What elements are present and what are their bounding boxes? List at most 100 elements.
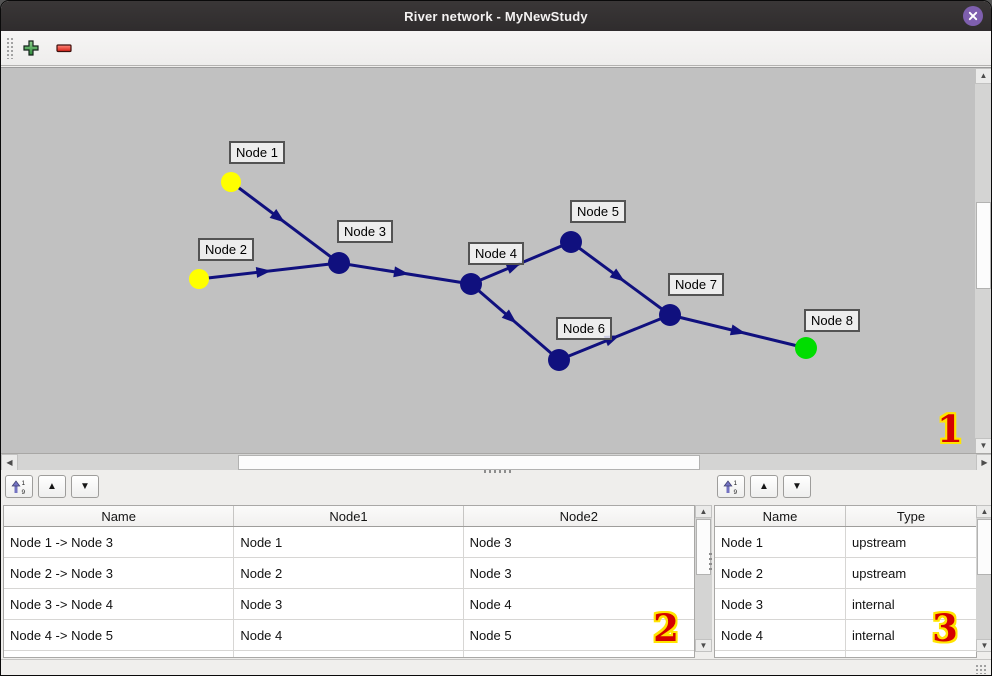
svg-text:9: 9 — [734, 489, 738, 495]
table-cell: Node 1 — [234, 527, 464, 557]
canvas-hscrollbar[interactable]: ◀ ▶ — [1, 453, 991, 471]
nodes-toolbar: 1 9 ▲ ▼ — [717, 475, 811, 498]
edges-scroll-thumb[interactable] — [696, 519, 711, 575]
close-button[interactable] — [963, 6, 983, 26]
annotation-number: 2 — [653, 606, 679, 651]
column-header[interactable]: Node2 — [559, 508, 598, 524]
table-cell: upstream — [852, 534, 907, 550]
triangle-up-icon: ▲ — [47, 481, 57, 492]
table-cell: Node 4 — [715, 620, 846, 650]
svg-text:1: 1 — [734, 480, 738, 487]
edge-arrow-icon — [269, 209, 285, 223]
table-cell: Node 3 — [234, 589, 464, 619]
scroll-right-icon[interactable]: ▶ — [976, 454, 991, 471]
canvas-hscroll-thumb[interactable] — [238, 455, 700, 470]
node-circle[interactable] — [659, 304, 681, 326]
node-label[interactable]: Node 2 — [198, 238, 254, 261]
table-cell: upstream — [852, 565, 907, 581]
edge-line[interactable] — [230, 180, 340, 265]
sort-ascending-icon: 1 9 — [723, 480, 738, 495]
node-circle[interactable] — [460, 273, 482, 295]
node-label[interactable]: Node 8 — [804, 309, 860, 332]
node-circle[interactable] — [548, 349, 570, 371]
node-label[interactable]: Node 4 — [468, 242, 524, 265]
scroll-down-icon[interactable]: ▼ — [976, 639, 991, 652]
node-circle[interactable] — [189, 269, 209, 289]
table-cell: Node 1 — [715, 527, 846, 557]
node-label[interactable]: Node 5 — [570, 200, 626, 223]
status-bar — [1, 659, 991, 675]
network-canvas[interactable]: Node 1 Node 2 Node 3 Node 4 Node 5 Node 6 Node… — [1, 67, 991, 454]
column-header[interactable]: Node1 — [234, 506, 464, 526]
edges-toolbar: 1 9 ▲ ▼ — [5, 475, 99, 498]
svg-text:9: 9 — [22, 489, 26, 495]
nodes-table-vscrollbar[interactable]: ▲ ▼ — [976, 505, 991, 652]
table-cell: Node 4 -> Node 5 — [4, 620, 235, 650]
move-down-button[interactable]: ▼ — [783, 475, 811, 498]
scroll-up-icon[interactable]: ▲ — [976, 505, 991, 518]
table-cell: Node 4 — [469, 596, 512, 612]
empty-row — [715, 651, 976, 657]
table-cell: Node 3 -> Node 4 — [4, 589, 235, 619]
sort-button[interactable]: 1 9 — [5, 475, 33, 498]
table-cell: Node 2 -> Node 3 — [4, 558, 235, 588]
table-cell: Node 4 — [234, 620, 464, 650]
node-circle[interactable] — [221, 172, 241, 192]
remove-node-button[interactable] — [50, 34, 78, 62]
table-cell: Node 3 — [469, 534, 512, 550]
node-label[interactable]: Node 1 — [229, 141, 285, 164]
node-circle[interactable] — [560, 231, 582, 253]
scroll-up-icon[interactable]: ▲ — [975, 68, 991, 84]
table-row[interactable]: Node 1 upstream — [715, 527, 976, 558]
column-header[interactable]: Name — [4, 506, 235, 526]
scroll-up-icon[interactable]: ▲ — [695, 505, 712, 518]
table-cell: Node 3 — [715, 589, 846, 619]
edges-table-vscrollbar[interactable]: ▲ ▼ — [695, 505, 712, 652]
nodes-scroll-thumb[interactable] — [977, 519, 991, 575]
pane-splitter-vertical[interactable] — [709, 553, 712, 573]
pane-splitter-horizontal[interactable] — [1, 470, 991, 473]
edge-arrow-icon — [393, 266, 409, 278]
node-circle[interactable] — [795, 337, 817, 359]
canvas-vscrollbar[interactable]: ▲ ▼ — [975, 68, 991, 454]
node-label[interactable]: Node 3 — [337, 220, 393, 243]
scroll-down-icon[interactable]: ▼ — [975, 438, 991, 454]
window-title: River network - MyNewStudy — [404, 8, 588, 24]
sort-button[interactable]: 1 9 — [717, 475, 745, 498]
minus-icon — [56, 44, 72, 53]
node-label[interactable]: Node 7 — [668, 273, 724, 296]
column-header[interactable]: Name — [715, 506, 846, 526]
add-node-button[interactable] — [17, 34, 45, 62]
table-cell: internal — [852, 596, 895, 612]
node-circle[interactable] — [328, 252, 350, 274]
triangle-down-icon: ▼ — [80, 481, 90, 492]
triangle-up-icon: ▲ — [759, 481, 769, 492]
triangle-down-icon: ▼ — [792, 481, 802, 492]
resize-grip[interactable] — [975, 664, 987, 674]
move-up-button[interactable]: ▲ — [750, 475, 778, 498]
move-up-button[interactable]: ▲ — [38, 475, 66, 498]
empty-row — [4, 651, 694, 657]
move-down-button[interactable]: ▼ — [71, 475, 99, 498]
scroll-left-icon[interactable]: ◀ — [1, 454, 18, 471]
column-header[interactable]: Type — [896, 508, 926, 524]
scroll-down-icon[interactable]: ▼ — [695, 639, 712, 652]
node-label[interactable]: Node 6 — [556, 317, 612, 340]
table-cell: Node 3 — [469, 565, 512, 581]
main-toolbar — [1, 31, 991, 66]
titlebar[interactable]: River network - MyNewStudy — [1, 1, 991, 31]
table-row[interactable]: Node 3 internal — [715, 589, 976, 620]
canvas-vscroll-thumb[interactable] — [976, 202, 991, 289]
toolbar-drag-handle[interactable] — [6, 37, 13, 59]
